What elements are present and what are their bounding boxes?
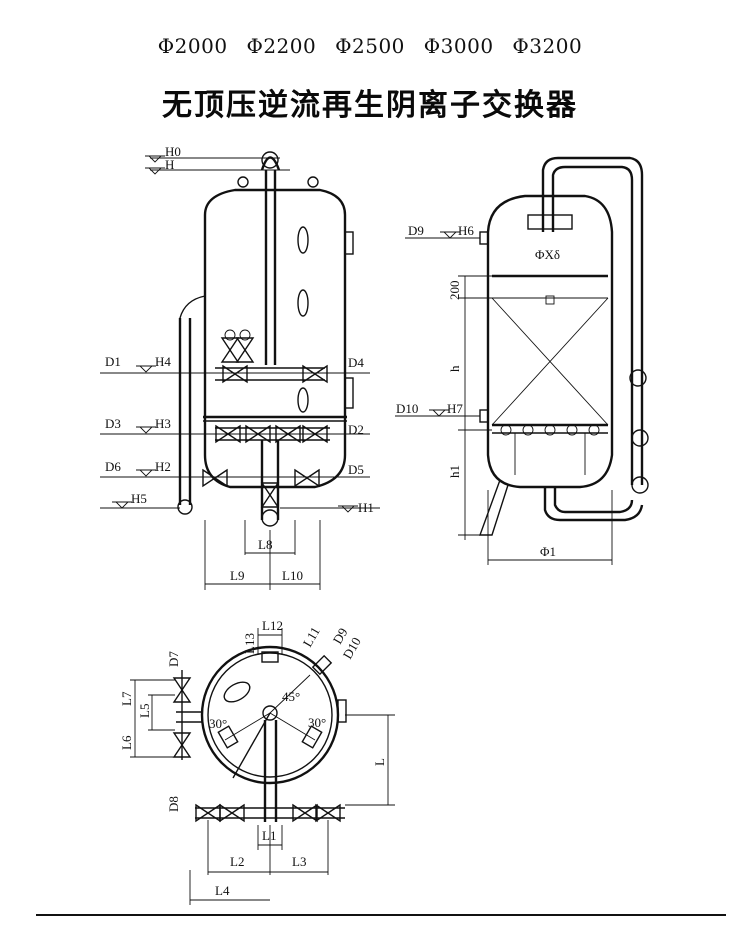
label-l5: L5 — [137, 704, 152, 718]
page-title: 无顶压逆流再生阴离子交换器 — [162, 88, 578, 123]
label-angle-30-right: 30° — [308, 715, 326, 730]
label-side-h: h — [447, 365, 462, 372]
label-l4: L4 — [215, 883, 230, 898]
label-phi-x-delta: ΦXδ — [535, 247, 560, 262]
label-h7: H7 — [447, 401, 463, 416]
size-2200: Φ2200 — [246, 34, 317, 58]
label-200: 200 — [447, 281, 462, 301]
label-l6: L6 — [119, 735, 134, 750]
label-plan-d9: D9 — [330, 625, 351, 646]
label-d5: D5 — [348, 462, 364, 477]
label-h6: H6 — [458, 223, 474, 238]
size-3200: Φ3200 — [512, 34, 583, 58]
label-l11: L11 — [300, 624, 323, 649]
label-side-h1: h1 — [447, 465, 462, 478]
label-d3: D3 — [105, 416, 121, 431]
label-l7: L7 — [119, 691, 134, 706]
label-h2: H2 — [155, 459, 171, 474]
size-list: Φ2000 Φ2200 Φ2500 Φ3000 Φ3200 — [0, 34, 740, 58]
label-d7: D7 — [166, 651, 181, 667]
label-l13: L13 — [242, 633, 257, 654]
label-l12: L12 — [262, 618, 283, 633]
plan-view: D7 L7 L5 L6 D8 L13 L12 L11 D9 D10 45° 30… — [119, 618, 395, 905]
label-h4: H4 — [155, 354, 171, 369]
front-view: H0 H D1 H4 D3 H3 D6 H2 H5 D4 D2 D5 H1 L8… — [100, 144, 380, 590]
side-view: D9 H6 D10 H7 ΦXδ 200 h h1 Φ1 — [395, 156, 649, 565]
label-h5: H5 — [131, 491, 147, 506]
label-side-d10: D10 — [396, 401, 418, 416]
label-l1: L1 — [262, 828, 276, 843]
size-2500: Φ2500 — [335, 34, 405, 58]
label-l9: L9 — [230, 568, 244, 583]
label-d1: D1 — [105, 354, 121, 369]
label-h1: H1 — [358, 500, 374, 515]
label-side-d9: D9 — [408, 223, 424, 238]
label-h3: H3 — [155, 416, 171, 431]
label-l3: L3 — [292, 854, 306, 869]
label-d4: D4 — [348, 355, 364, 370]
label-h: H — [165, 157, 174, 172]
bottom-rule — [36, 914, 726, 916]
label-d8: D8 — [166, 796, 181, 812]
label-angle-45: 45° — [282, 689, 300, 704]
label-l: L — [372, 758, 387, 766]
size-3000: Φ3000 — [423, 34, 494, 58]
side-vessel-shell — [486, 194, 614, 489]
label-l2: L2 — [230, 854, 244, 869]
label-d6: D6 — [105, 459, 121, 474]
label-d2: D2 — [348, 422, 364, 437]
vessel-shell — [203, 188, 347, 489]
label-h0: H0 — [165, 144, 181, 159]
label-l8: L8 — [258, 537, 272, 552]
label-phi1: Φ1 — [540, 544, 556, 559]
label-angle-30-left: 30° — [209, 716, 227, 731]
size-2000: Φ2000 — [157, 34, 228, 58]
label-l10: L10 — [282, 568, 303, 583]
